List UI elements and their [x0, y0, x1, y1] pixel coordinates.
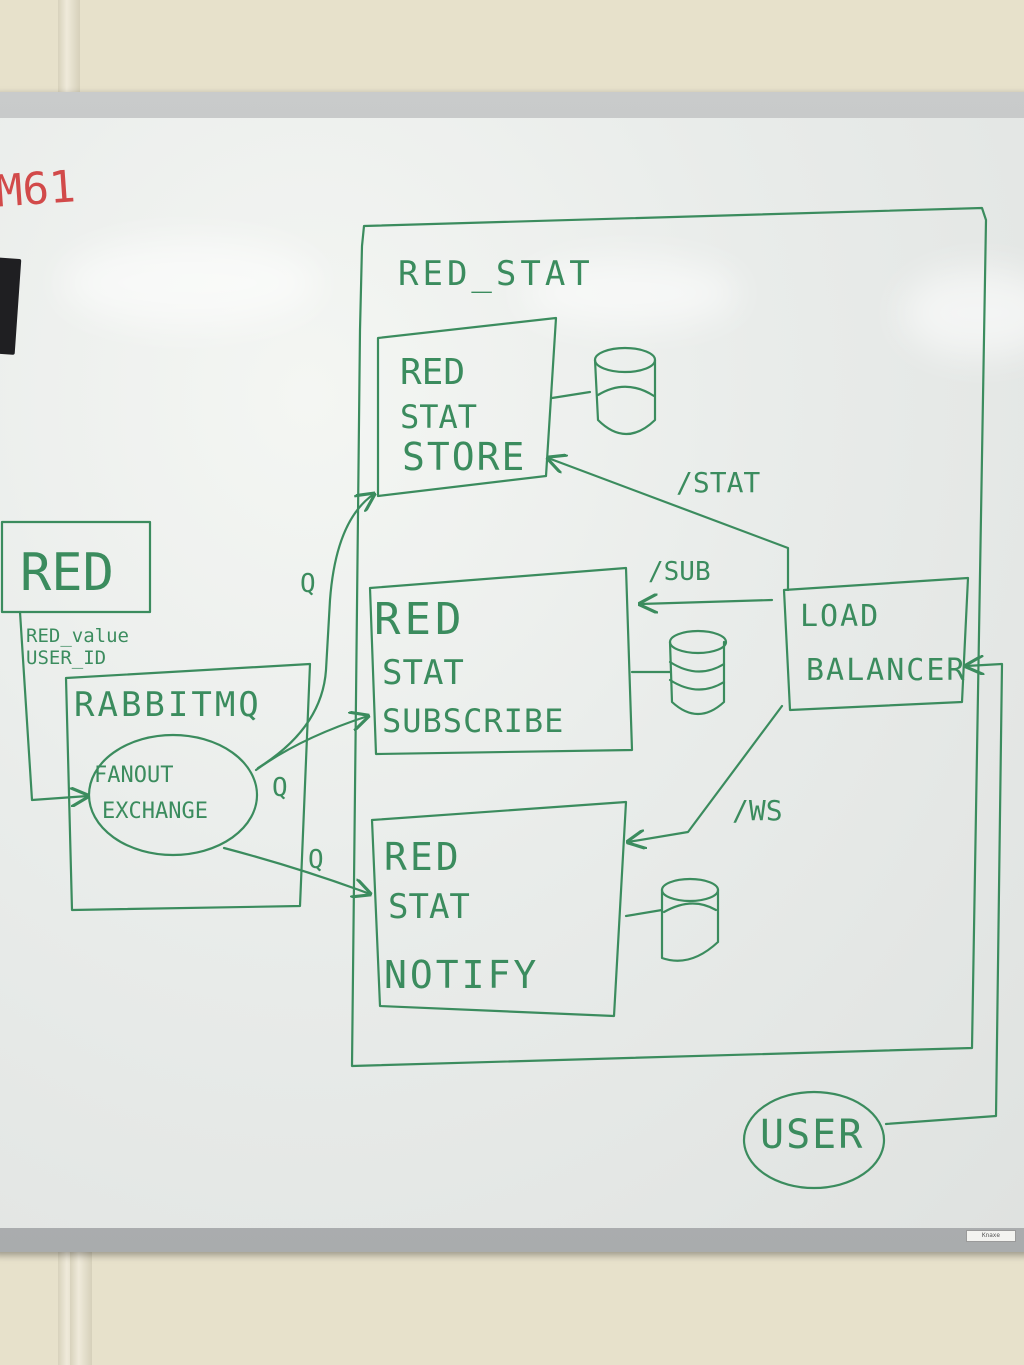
brand-sticker: Knaxe — [966, 1230, 1016, 1242]
exchange-line-2: EXCHANGE — [102, 799, 208, 824]
subscribe-line-1: RED — [374, 594, 465, 645]
queue-arrow-subscribe — [254, 716, 368, 772]
corner-mark: M61 — [0, 161, 77, 217]
exchange-line-1: FANOUT — [94, 763, 173, 788]
load-balancer-line-1: LOAD — [800, 599, 880, 634]
subscribe-line-3: SUBSCRIBE — [382, 702, 564, 740]
wall-seam-bottom — [70, 1250, 92, 1365]
database-icon-store — [550, 346, 657, 435]
store-line-1: RED — [400, 352, 465, 393]
field-user-id: USER_ID — [26, 647, 106, 669]
user-to-load-balancer-line — [884, 664, 1004, 1126]
notify-line-3: NOTIFY — [384, 953, 539, 997]
store-line-2: STAT — [400, 398, 477, 436]
fanout-exchange — [87, 733, 259, 857]
red-to-exchange-line — [18, 610, 88, 800]
rabbitmq-box — [64, 662, 312, 912]
queue-arrow-notify — [222, 846, 370, 894]
route-arrow-ws — [628, 704, 784, 842]
route-label-sub: /SUB — [648, 557, 711, 587]
rabbitmq-label: RABBITMQ — [74, 685, 262, 725]
database-icon-subscribe — [630, 629, 728, 715]
load-balancer-line-2: BALANCER — [806, 653, 967, 688]
red-box — [0, 520, 152, 614]
database-icon-notify — [624, 877, 720, 962]
field-red-value: RED_value — [26, 625, 129, 647]
red-box-label: RED — [20, 543, 114, 603]
notify-line-1: RED — [384, 835, 462, 879]
route-label-stat: /STAT — [676, 466, 760, 499]
red-stat-container — [350, 206, 988, 1068]
route-arrow-stat — [548, 458, 790, 592]
store-line-3: STORE — [402, 435, 526, 479]
notify-line-2: STAT — [388, 887, 470, 927]
load-balancer-box — [782, 576, 970, 712]
service-box-notify — [370, 800, 628, 1018]
service-box-subscribe — [368, 566, 634, 756]
queue-arrow-store — [256, 494, 374, 770]
route-arrow-sub — [640, 600, 774, 604]
service-box-store — [376, 316, 558, 498]
user-node — [742, 1090, 886, 1190]
subscribe-line-2: STAT — [382, 653, 464, 693]
user-label: USER — [760, 1112, 864, 1158]
queue-label-subscribe: Q — [272, 773, 288, 803]
queue-label-store: Q — [300, 569, 316, 599]
red-stat-label: RED_STAT — [398, 254, 594, 294]
route-label-ws: /WS — [732, 794, 783, 827]
queue-label-notify: Q — [308, 845, 324, 875]
